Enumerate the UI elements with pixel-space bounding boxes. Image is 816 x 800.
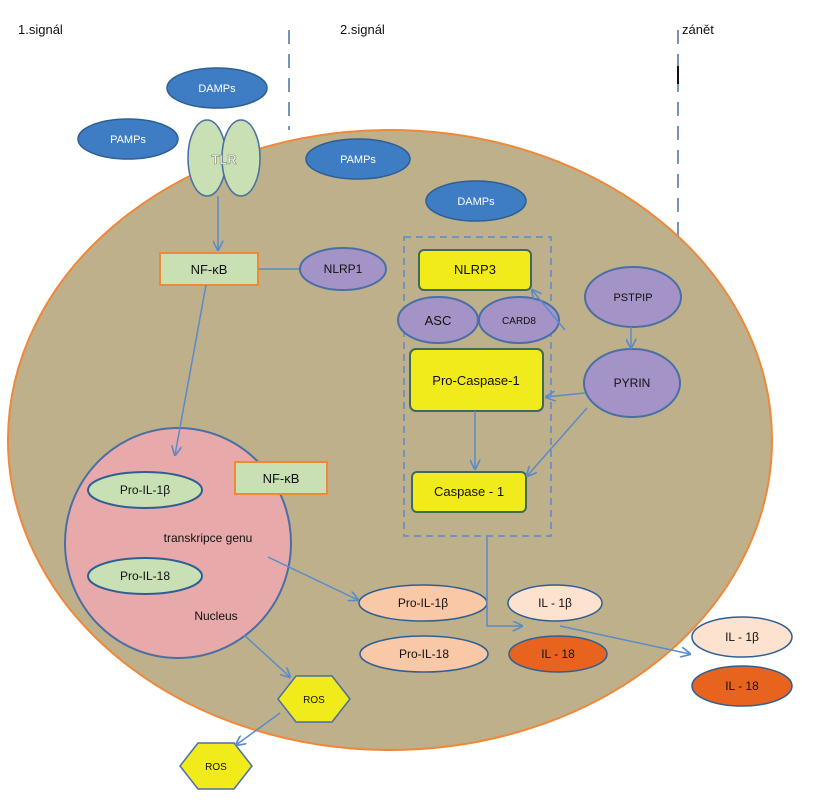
ros-outer: ROS bbox=[179, 742, 253, 790]
arrow-pyrin-to-caspase bbox=[527, 407, 588, 476]
arrows bbox=[175, 196, 690, 745]
il-18-cytoplasm: IL - 18 bbox=[508, 635, 608, 673]
damps-outside: DAMPs bbox=[166, 67, 268, 109]
pyrin-label: PYRIN bbox=[614, 376, 651, 390]
il-18-secreted: IL - 18 bbox=[691, 665, 793, 707]
ros-inner: ROS bbox=[277, 675, 351, 723]
arrow-nfkb-to-nucleus bbox=[175, 284, 207, 455]
arrow-pyrin-to-nlrp3 bbox=[532, 290, 566, 331]
nucleus-label: Nucleus bbox=[194, 609, 237, 623]
card8: CARD8 bbox=[478, 296, 560, 344]
il-1b-secreted: IL - 1β bbox=[691, 616, 793, 658]
tlr-receptor: TLR bbox=[187, 119, 261, 197]
asc: ASC bbox=[397, 296, 479, 344]
header-inflammation: zánět bbox=[682, 22, 714, 37]
pro-il-18-cytoplasm-label: Pro-IL-18 bbox=[399, 647, 449, 661]
pro-caspase-1-label: Pro-Caspase-1 bbox=[432, 373, 519, 388]
ros-outer-label: ROS bbox=[205, 762, 227, 773]
nfkb-nucleus: NF-κB bbox=[234, 461, 328, 495]
nfkb-nucleus-label: NF-κB bbox=[263, 471, 300, 486]
asc-label: ASC bbox=[425, 313, 452, 328]
nfkb-cytoplasm-label: NF-κB bbox=[191, 262, 228, 277]
pamps-inside: PAMPs bbox=[305, 138, 411, 180]
il-1b-secreted-label: IL - 1β bbox=[725, 630, 759, 644]
pamps-outside: PAMPs bbox=[77, 118, 179, 160]
pro-il-1b-nucleus: Pro-IL-1β bbox=[87, 471, 203, 509]
pro-il-1b-nucleus-label: Pro-IL-1β bbox=[120, 483, 170, 497]
arrow-pyrin-to-pro-caspase bbox=[546, 393, 586, 397]
header-signal-2: 2.signál bbox=[340, 22, 385, 37]
il-1b-cytoplasm: IL - 1β bbox=[507, 584, 603, 622]
caspase-1: Caspase - 1 bbox=[411, 471, 527, 513]
damps-inside: DAMPs bbox=[425, 180, 527, 222]
nlrp3: NLRP3 bbox=[418, 249, 532, 291]
pro-il-18-cytoplasm: Pro-IL-18 bbox=[359, 635, 489, 673]
arrow-il-secretion bbox=[559, 625, 690, 654]
nlrp1: NLRP1 bbox=[299, 247, 387, 291]
damps-outside-label: DAMPs bbox=[198, 83, 236, 95]
pyrin: PYRIN bbox=[583, 348, 681, 418]
pamps-outside-label: PAMPs bbox=[110, 134, 146, 146]
pro-il-18-nucleus-label: Pro-IL-18 bbox=[120, 569, 170, 583]
caspase-1-label: Caspase - 1 bbox=[434, 484, 504, 499]
damps-inside-label: DAMPs bbox=[457, 196, 495, 208]
card8-label: CARD8 bbox=[502, 316, 536, 327]
arrow-ros-out bbox=[236, 712, 281, 745]
arrow-caspase-to-cytokines bbox=[486, 536, 522, 626]
pro-il-18-nucleus: Pro-IL-18 bbox=[87, 557, 203, 595]
il-18-cytoplasm-label: IL - 18 bbox=[541, 647, 575, 661]
transcription-label: transkripce genu bbox=[164, 531, 253, 545]
nlrp3-label: NLRP3 bbox=[454, 262, 496, 277]
tlr-label: TLR bbox=[211, 152, 237, 167]
nlrp1-label: NLRP1 bbox=[324, 262, 363, 276]
il-1b-cytoplasm-label: IL - 1β bbox=[538, 596, 572, 610]
header-signal-1: 1.signál bbox=[18, 22, 63, 37]
arrow-transcription-to-pro-il bbox=[267, 556, 358, 600]
pamps-inside-label: PAMPs bbox=[340, 154, 376, 166]
nfkb-cytoplasm: NF-κB bbox=[159, 252, 259, 286]
pro-caspase-1: Pro-Caspase-1 bbox=[409, 348, 544, 412]
ros-inner-label: ROS bbox=[303, 695, 325, 706]
pstpip-label: PSTPIP bbox=[613, 292, 652, 304]
inflammasome-complex bbox=[403, 236, 552, 537]
pstpip: PSTPIP bbox=[584, 266, 682, 328]
il-18-secreted-label: IL - 18 bbox=[725, 679, 759, 693]
pro-il-1b-cytoplasm-label: Pro-IL-1β bbox=[398, 596, 448, 610]
arrow-nucleus-to-ros bbox=[243, 634, 290, 677]
pro-il-1b-cytoplasm: Pro-IL-1β bbox=[358, 584, 488, 622]
